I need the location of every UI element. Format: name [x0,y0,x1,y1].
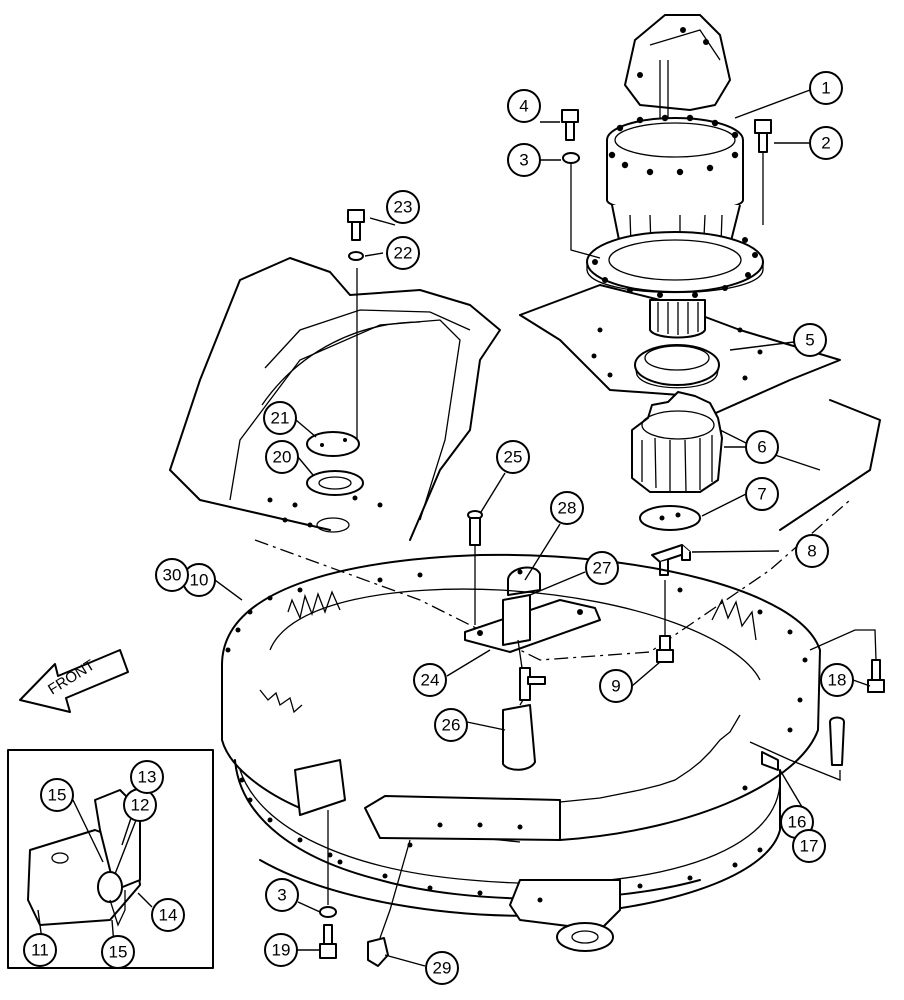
svg-text:2: 2 [821,134,830,153]
bolt-18 [867,659,885,693]
svg-text:18: 18 [828,671,847,690]
callout-6: 6 [745,430,779,464]
callout-24: 24 [413,663,447,697]
svg-text:25: 25 [504,448,523,467]
svg-text:4: 4 [519,97,528,116]
callout-15-lower: 15 [101,935,135,969]
callout-1: 1 [809,71,843,105]
callout-19: 19 [264,933,298,967]
svg-text:6: 6 [757,438,766,457]
callout-11: 11 [23,933,57,967]
svg-text:26: 26 [442,716,461,735]
svg-text:1: 1 [821,79,830,98]
svg-text:30: 30 [163,566,182,585]
callout-14: 14 [151,898,185,932]
callout-13: 13 [130,760,164,794]
upper-frame [169,257,881,541]
callout-27: 27 [585,551,619,585]
callout-2: 2 [809,126,843,160]
callout-8: 8 [795,534,829,568]
bolt-9 [656,580,674,663]
svg-text:16: 16 [788,813,807,832]
svg-text:9: 9 [611,677,620,696]
callout-5: 5 [793,323,827,357]
bolt-2 [754,119,772,153]
cover-21 [306,431,360,457]
callout-30: 30 [155,558,189,592]
install-tool [464,566,601,771]
pin-16 [829,716,845,766]
svg-text:23: 23 [394,198,413,217]
svg-text:14: 14 [159,906,178,925]
callout-3-bottom: 3 [265,878,299,912]
svg-text:13: 13 [138,768,157,787]
svg-text:3: 3 [519,151,528,170]
grease-fitting-29 [367,937,389,967]
bolt-25 [467,510,483,625]
callout-22: 22 [386,236,420,270]
callout-26: 26 [434,708,468,742]
callout-4: 4 [507,89,541,123]
svg-text:20: 20 [273,448,292,467]
svg-text:15: 15 [109,943,128,962]
callout-21: 21 [263,401,297,435]
callout-23: 23 [386,190,420,224]
bolt-4 [561,109,579,141]
svg-text:10: 10 [190,571,209,590]
callout-18: 18 [820,663,854,697]
gasket-20 [306,470,364,496]
svg-text:5: 5 [805,331,814,350]
callout-7: 7 [745,477,779,511]
plate-7 [639,505,701,531]
svg-text:21: 21 [271,409,290,428]
callout-28: 28 [550,491,584,525]
svg-text:29: 29 [433,959,452,978]
pinion-6 [631,391,723,493]
bolt-23 [347,209,365,241]
callout-15-upper: 15 [40,778,74,812]
callout-17: 17 [792,829,826,863]
svg-text:24: 24 [421,671,440,690]
callout-25: 25 [496,440,530,474]
svg-text:27: 27 [593,559,612,578]
svg-text:8: 8 [807,542,816,561]
svg-text:3: 3 [277,886,286,905]
bolt-19 [319,924,337,959]
washer-3-bottom [319,906,337,918]
svg-text:22: 22 [394,244,413,263]
washer-22 [348,251,364,261]
seal-5 [634,344,720,389]
swing-bearing [221,553,821,952]
callout-9: 9 [599,669,633,703]
leader-lines [37,89,871,967]
svg-text:17: 17 [800,837,819,856]
svg-text:28: 28 [558,499,577,518]
svg-text:7: 7 [757,485,766,504]
svg-text:19: 19 [272,941,291,960]
svg-text:12: 12 [131,796,150,815]
svg-text:11: 11 [31,941,49,960]
swing-motor [586,14,764,339]
callout-12: 12 [123,788,157,822]
callout-20: 20 [265,440,299,474]
washer-3-top [562,152,580,164]
callout-3-top: 3 [507,143,541,177]
callout-29: 29 [425,951,459,985]
svg-text:15: 15 [48,786,67,805]
front-arrow: FRONT [19,649,129,713]
callout-10: 10 [182,563,216,597]
center-line [254,499,851,661]
